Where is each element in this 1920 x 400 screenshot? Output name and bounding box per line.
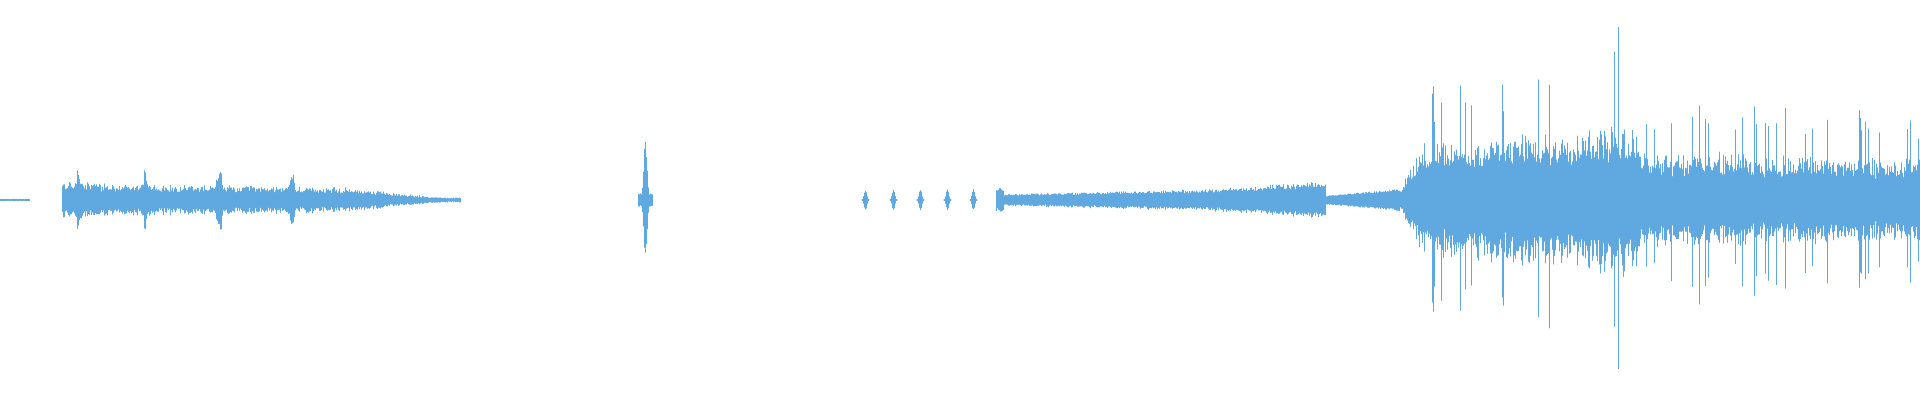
waveform-samples: [0, 27, 1920, 369]
